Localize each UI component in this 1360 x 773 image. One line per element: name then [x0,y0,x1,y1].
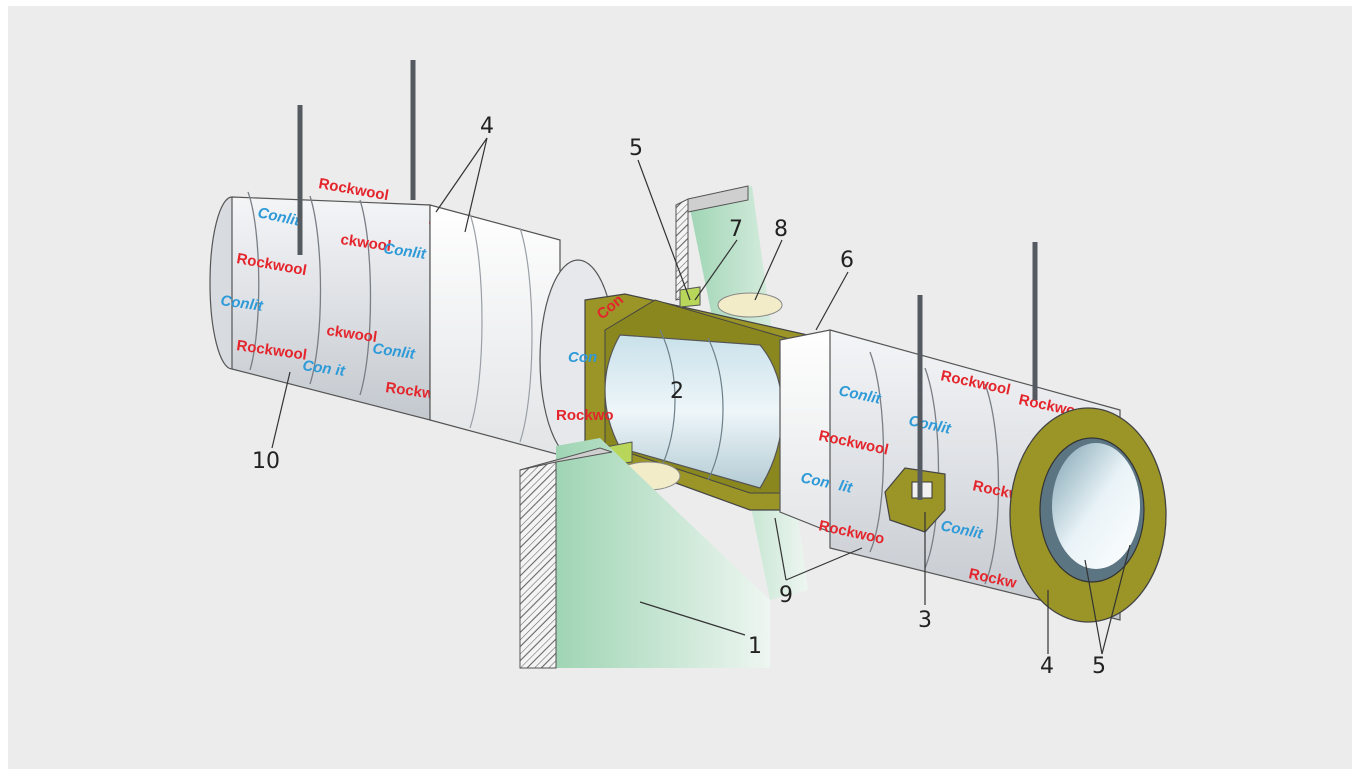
sleeve-left [429,204,561,456]
brand-conlit-text: Con [799,469,831,492]
brand-rockwool-text: ckwool [339,231,392,255]
brand-conlit-text: Con it [301,357,346,380]
callout-6: 6 [840,248,854,273]
callout-4-bottom: 4 [1040,654,1054,679]
wall-edge-hatch-top [675,198,689,301]
fire-wall-lower [519,438,770,669]
right-seam [924,367,940,569]
brand-rockwool-text: ckwool [325,322,378,346]
steel-pipe [604,334,783,489]
callout-10: 10 [252,449,280,474]
pipe-bore [1052,443,1140,569]
brand-conlit-text: Conlit [382,240,427,263]
brand-rockwool-text: Rockw [384,379,435,403]
leader-line [815,271,849,331]
brand-conlit-text: Con [568,349,597,366]
callout-5-bottom: 5 [1092,654,1106,679]
brand-conlit-text: Conlit [219,292,264,315]
callout-5-top: 5 [629,136,643,161]
brand-conlit-text: lit [837,477,855,497]
left-seam [309,195,322,385]
callout-2: 2 [670,379,684,404]
left-seam [359,199,372,396]
callout-9: 9 [779,583,793,608]
callout-4-top: 4 [480,114,494,139]
left-seam [247,191,260,371]
leader-line [435,137,488,213]
cutaway-section: Con Con Rockwo [539,259,831,511]
leader-line [774,517,787,581]
leader-line [637,159,691,301]
wall-edge-hatch-bottom [519,459,557,669]
callout-leaders [271,137,1131,655]
pipe-seam [707,337,724,481]
leader-line [754,239,783,301]
sealant-ring-top [717,292,783,318]
callout-3: 3 [918,608,932,633]
brand-conlit-text: Conlit [371,340,416,363]
right-seam [984,383,1000,585]
callout-8: 8 [774,217,788,242]
leader-line [1101,544,1131,655]
leader-line [1084,559,1103,655]
sleeve-seam [469,213,483,429]
leader-line [694,239,738,301]
brand-rockwool-text: Rockwo [556,407,614,424]
callout-7: 7 [729,217,743,242]
firestop-strip-top [679,286,701,308]
brand-rockwool-text: Rockwool [317,175,390,204]
wall-board-lower [556,438,770,668]
leader-line [785,547,863,581]
sleeve-seam [519,227,533,443]
leader-line [464,137,488,233]
leader-line [639,601,746,636]
leader-line [271,371,291,449]
wall-bottom-top-edge [519,447,613,471]
right-seam [869,351,885,553]
callout-1: 1 [748,634,762,659]
pipe-seam [659,329,676,471]
wall-top-edge [687,185,749,213]
